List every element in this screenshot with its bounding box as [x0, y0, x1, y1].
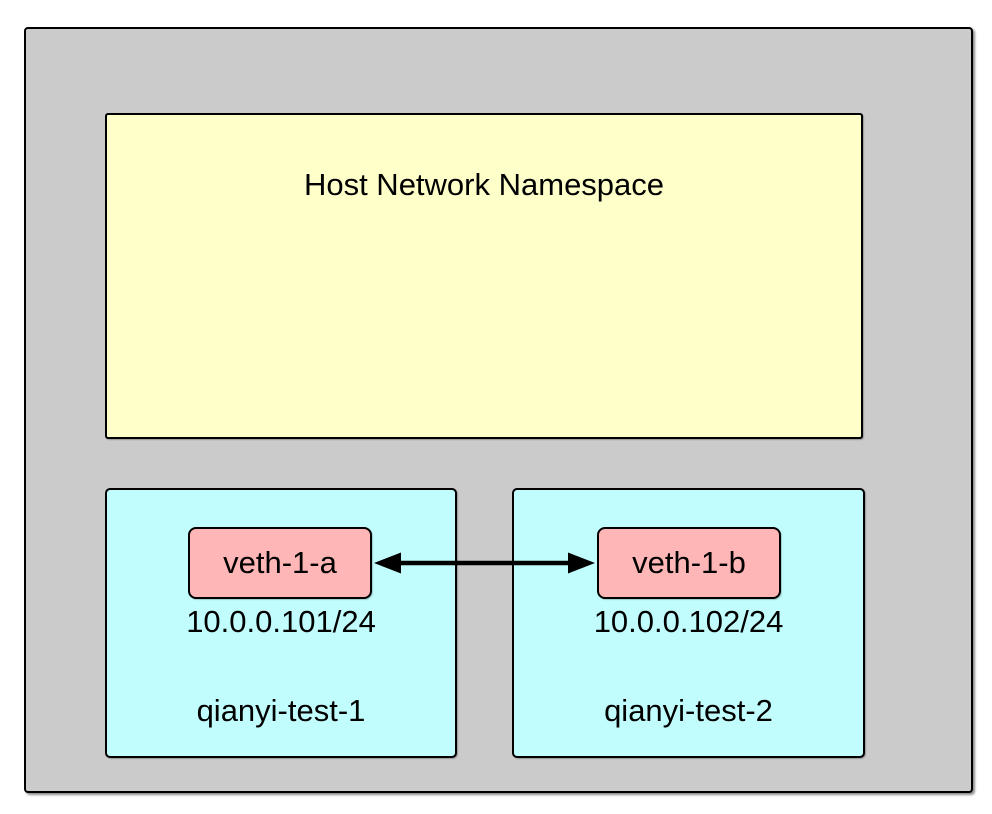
veth-interface-label-b: veth-1-b: [632, 545, 746, 580]
host-network-namespace-box: Host Network Namespace: [105, 113, 863, 439]
host-network-namespace-label: Host Network Namespace: [303, 167, 665, 202]
namespace-name-label-1: qianyi-test-1: [196, 693, 366, 728]
namespace-name-label-2: qianyi-test-2: [604, 693, 773, 728]
veth-interface-label-a: veth-1-a: [223, 545, 337, 580]
veth-interface-box-b: veth-1-b: [597, 527, 781, 599]
veth-interface-box-a: veth-1-a: [188, 527, 372, 599]
host-boundary-box: Host Network Namespace veth-1-a 10.0.0.1…: [24, 27, 973, 793]
namespace-box-qianyi-test-2: veth-1-b 10.0.0.102/24 qianyi-test-2: [512, 488, 865, 758]
namespace-box-qianyi-test-1: veth-1-a 10.0.0.101/24 qianyi-test-1: [105, 488, 457, 758]
ip-address-label-a: 10.0.0.101/24: [186, 604, 376, 639]
ip-address-label-b: 10.0.0.102/24: [593, 604, 784, 639]
